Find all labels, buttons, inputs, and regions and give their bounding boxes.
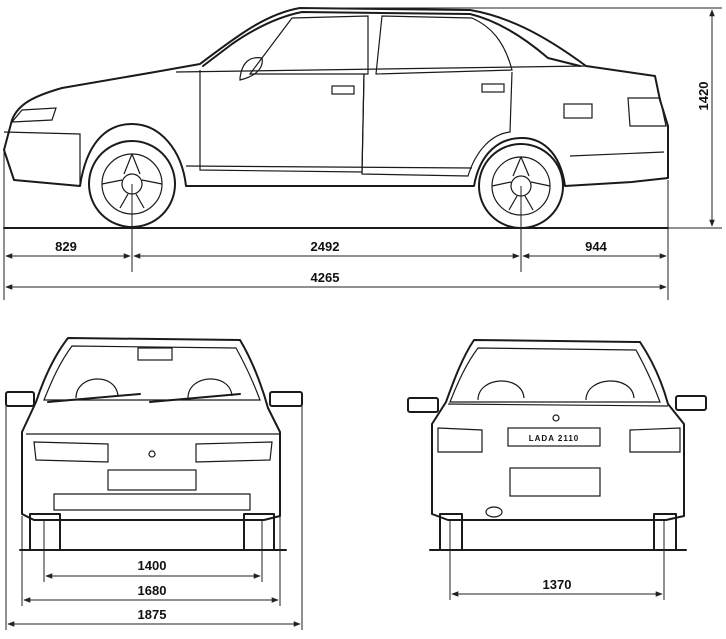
- rear-dimensions: 1370: [451, 577, 663, 597]
- windshield: [43, 345, 261, 401]
- rearview-mirror: [137, 347, 173, 361]
- front-dimensions: 1400 1680 1875: [7, 558, 301, 627]
- front-emblem: [148, 450, 156, 458]
- side-dimensions: 829 2492 944 4265 1420: [5, 9, 715, 290]
- rear-door-seam: [361, 71, 513, 177]
- front-door-handle: [331, 85, 355, 95]
- side-view: [3, 7, 722, 300]
- rear-view: LADA 2110: [407, 339, 707, 600]
- label-height: 1420: [696, 82, 711, 111]
- rear-plate: [509, 467, 601, 497]
- front-grille: [53, 493, 251, 511]
- headlight: [10, 107, 57, 123]
- rear-seat-left: [477, 380, 525, 401]
- label-mirror-width: 1875: [138, 607, 167, 622]
- wipers: [47, 393, 241, 403]
- side-body-outline: [3, 7, 669, 187]
- mirror-left: [5, 391, 35, 407]
- exhaust-pipe: [485, 506, 503, 518]
- beltline: [175, 65, 587, 73]
- headlight-right: [195, 441, 273, 463]
- side-window-frame: [202, 11, 581, 67]
- sill-line: [185, 165, 473, 169]
- front-plate: [107, 469, 197, 491]
- label-rear-overhang: 944: [585, 239, 607, 254]
- taillight: [627, 97, 667, 127]
- headlight-left: [33, 441, 109, 463]
- rear-door-window: [375, 15, 513, 75]
- front-door-seam: [199, 70, 365, 173]
- rear-bumper-line: [569, 151, 665, 157]
- label-wheelbase: 2492: [311, 239, 340, 254]
- side-mirror: [239, 57, 263, 81]
- rear-mirror-left: [407, 397, 439, 413]
- taillight-right: [629, 427, 681, 453]
- rear-door-handle: [481, 83, 505, 93]
- rear-body-outline: [431, 339, 685, 521]
- front-body-outline: [21, 337, 281, 521]
- rear-mirror-right: [675, 395, 707, 411]
- front-door-window: [248, 15, 369, 75]
- label-overall-length: 4265: [311, 270, 340, 285]
- front-seat-left: [75, 378, 119, 399]
- taillight-left: [437, 427, 483, 453]
- front-bumper: [3, 131, 81, 186]
- label-rear-track: 1370: [543, 577, 572, 592]
- rear-emblem: [552, 414, 560, 422]
- front-seat-right: [187, 378, 233, 399]
- label-front-track: 1400: [138, 558, 167, 573]
- trunk-line: [447, 403, 669, 407]
- rear-window: [449, 347, 661, 403]
- badge-panel: [507, 427, 601, 447]
- front-view: [5, 337, 303, 630]
- mirror-right: [269, 391, 303, 407]
- rear-badge: LADA 2110: [529, 434, 580, 443]
- rear-seat-right: [585, 380, 635, 401]
- label-body-width: 1680: [138, 583, 167, 598]
- label-front-overhang: 829: [55, 239, 77, 254]
- fuel-door: [563, 103, 593, 119]
